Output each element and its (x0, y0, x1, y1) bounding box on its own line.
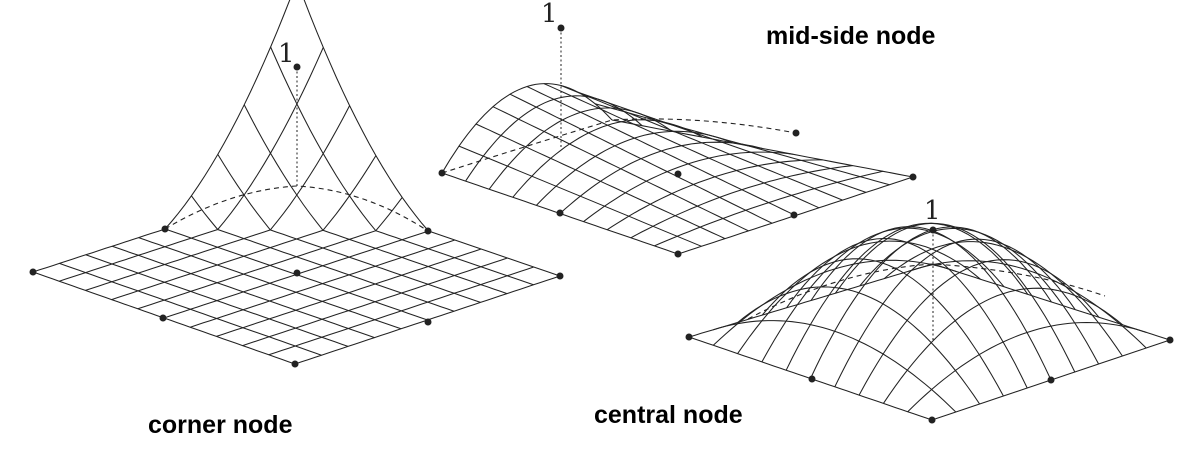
central-node-diagram: 1 central node (594, 196, 1174, 429)
midside-node-caption: mid-side node (766, 22, 936, 50)
central-node-hidden-edge (747, 263, 1106, 320)
mesh-line (216, 248, 482, 337)
node-dot (293, 63, 301, 71)
node-dot (909, 173, 917, 181)
midside-node-diagram: 1 mid-side node (438, 0, 936, 258)
mesh-line (654, 170, 884, 247)
mesh-line (59, 47, 324, 282)
node-dot (790, 211, 798, 219)
mesh-line (611, 119, 914, 178)
node-dot (685, 333, 693, 341)
mesh-line (85, 105, 351, 291)
mesh-line (559, 141, 763, 214)
mesh-line (630, 165, 853, 239)
central-node-nodes (685, 226, 1174, 424)
node-dot (29, 268, 37, 276)
node-dot (928, 416, 936, 424)
node-dot (159, 314, 167, 322)
central-node-caption: central node (594, 401, 743, 429)
node-dot (808, 375, 816, 383)
mesh-line (242, 257, 508, 347)
midside-node-nodes (438, 24, 917, 258)
node-dot (674, 250, 682, 258)
corner-node-diagram: 1 corner node (29, 0, 564, 439)
node-dot (291, 360, 299, 368)
node-dot (293, 269, 301, 277)
node-dot (792, 129, 800, 137)
corner-node-hidden-edge (164, 185, 429, 232)
node-dot (556, 272, 564, 280)
corner-node-caption: corner node (148, 411, 293, 439)
node-dot (424, 227, 432, 235)
mesh-line (712, 259, 957, 346)
corner-node-nodes (29, 63, 564, 368)
node-dot (674, 170, 682, 178)
midside-node-peak-label: 1 (541, 0, 558, 29)
mesh-line (883, 241, 1123, 357)
midside-node-hidden-edge (441, 118, 797, 174)
mesh-line (217, 154, 481, 303)
mesh-line (190, 239, 455, 328)
node-dot (438, 169, 446, 177)
mesh-line (577, 91, 867, 193)
node-dot (161, 225, 169, 233)
node-dot (1166, 336, 1174, 344)
mesh-line (190, 195, 455, 312)
mesh-line (932, 263, 1171, 341)
mesh-line (859, 227, 1100, 365)
node-dot (556, 209, 564, 217)
node-dot (929, 226, 937, 234)
midside-node-surface-mesh (441, 83, 914, 255)
mesh-line (713, 320, 957, 413)
mesh-line (737, 286, 981, 405)
mesh-line (543, 83, 820, 209)
mesh-line (270, 46, 534, 286)
mesh-line (268, 266, 534, 356)
node-dot (557, 24, 565, 32)
central-node-peak-label: 1 (924, 196, 941, 226)
corner-node-surface-mesh (32, 0, 561, 365)
corner-node-peak-label: 1 (278, 39, 295, 69)
mesh-line (882, 287, 1123, 404)
node-dot (424, 318, 432, 326)
node-dot (1047, 376, 1055, 384)
mesh-line (243, 104, 508, 295)
central-node-surface-mesh (688, 222, 1171, 421)
mesh-line (560, 85, 843, 201)
mesh-line (834, 222, 1076, 373)
mesh-line (583, 151, 793, 223)
mesh-line (606, 159, 823, 231)
mesh-line (907, 321, 1147, 413)
mesh-line (858, 259, 1100, 396)
mesh-line (908, 260, 1147, 349)
